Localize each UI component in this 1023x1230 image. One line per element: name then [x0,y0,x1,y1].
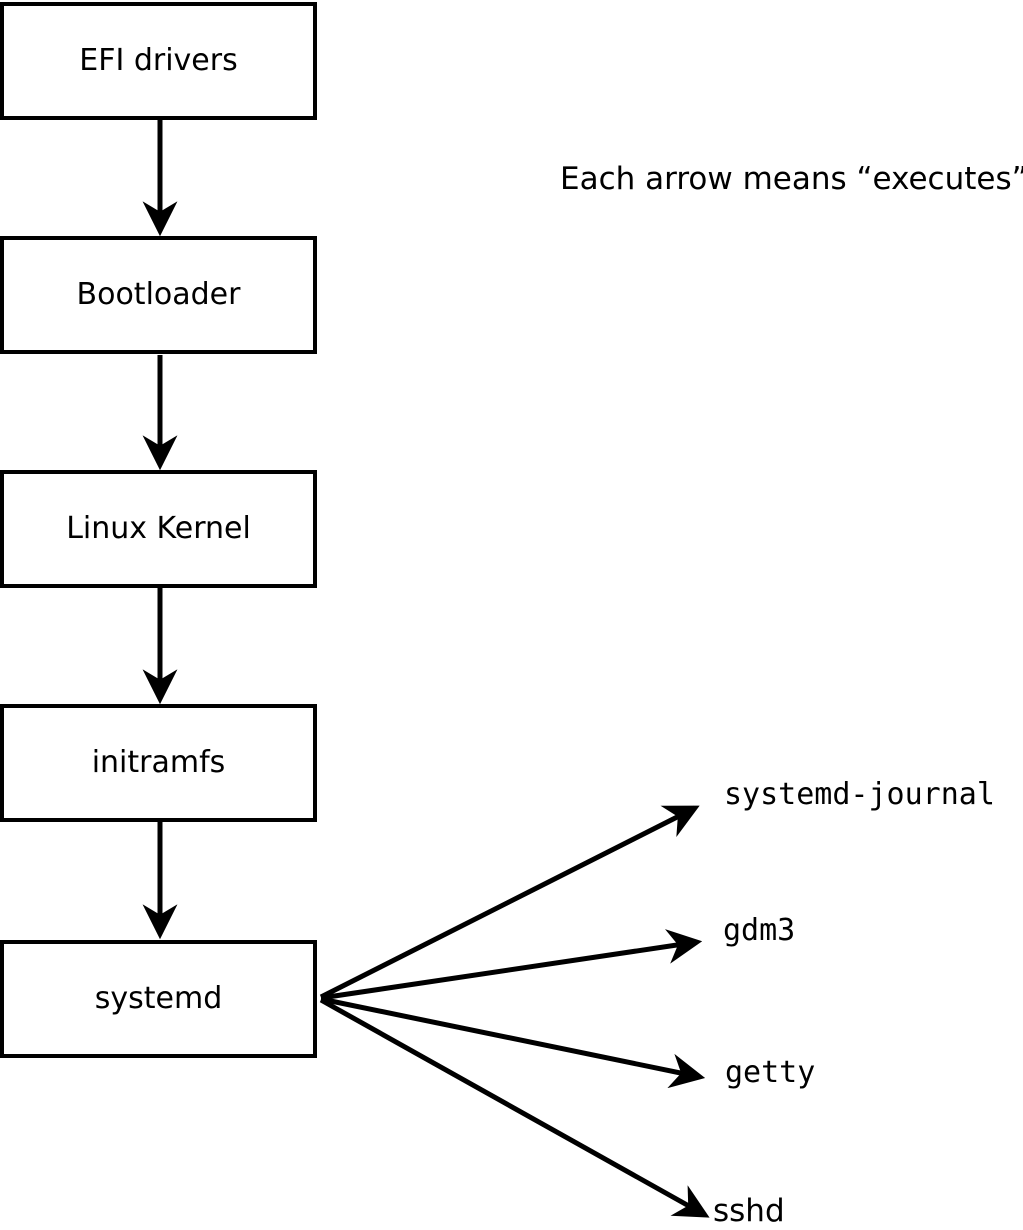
arrow-systemd-to-gdm3 [320,929,703,1001]
arrow-systemd-to-sshd [319,997,710,1218]
node-efi-drivers: EFI drivers [0,2,317,120]
label-sshd: sshd [713,1193,785,1229]
annotation-arrow-meaning: Each arrow means “executes”. [560,161,1023,197]
label-getty: getty [725,1055,816,1090]
node-linux-kernel-label: Linux Kernel [66,511,251,546]
node-initramfs: initramfs [0,704,317,822]
label-systemd-journal: systemd-journal [724,777,995,812]
node-linux-kernel: Linux Kernel [0,470,317,588]
arrow-systemd-to-systemd-journal [319,805,700,1000]
node-initramfs-label: initramfs [91,745,226,780]
node-systemd-label: systemd [94,981,223,1016]
label-gdm3: gdm3 [723,913,796,948]
node-bootloader: Bootloader [0,236,317,354]
arrow-systemd-to-getty [320,996,706,1089]
node-bootloader-label: Bootloader [76,277,241,312]
node-systemd: systemd [0,940,317,1058]
node-efi-drivers-label: EFI drivers [79,43,238,78]
